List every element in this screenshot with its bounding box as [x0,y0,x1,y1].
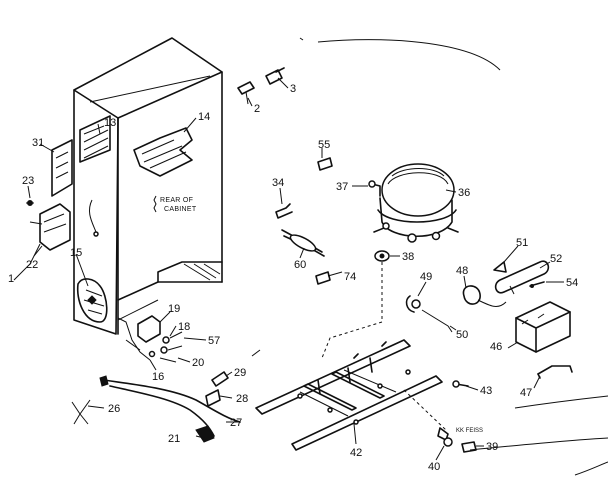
callout-23: 23 [22,175,34,187]
callout-3: 3 [290,83,296,95]
callout-1: 1 [8,273,14,285]
mounting-bolts [237,67,285,105]
callout-43: 43 [480,385,492,397]
front-bottom-hardware [117,315,183,363]
scan-line-bottom-c [574,461,608,476]
callout-2: 2 [254,103,260,115]
callout-57: 57 [208,335,220,347]
callout-19: 19 [168,303,180,315]
callout-28: 28 [236,393,248,405]
callout-14: 14 [198,111,210,123]
callout-22: 22 [26,259,38,271]
callout-40: 40 [428,461,440,473]
callout-37: 37 [336,181,348,193]
callout-31: 31 [32,137,44,149]
callout-36: 36 [458,187,470,199]
base-screws [403,380,477,453]
leader-lines [13,77,564,461]
callout-49: 49 [420,271,432,283]
callout-34: 34 [272,177,284,189]
callout-60: 60 [294,259,306,271]
scan-line-bottom-a [514,395,608,409]
callout-38: 38 [402,251,414,263]
callout-51: 51 [516,237,528,249]
scan-line-bottom-b [469,437,608,451]
condenser-hardware [275,157,333,285]
callout-55: 55 [318,139,330,151]
callout-16: 16 [152,371,164,383]
callout-48: 48 [456,265,468,277]
scan-line-top [317,39,501,71]
callout-42: 42 [350,447,362,459]
relay-bracket-assembly [26,139,73,251]
callout-54: 54 [566,277,578,289]
compressor-base-frame [255,339,443,451]
callout-18: 18 [178,321,190,333]
callout-50: 50 [456,329,468,341]
cabinet-label-line2: CABINET [164,206,197,213]
callout-47: 47 [520,387,532,399]
cabinet-rear [73,37,223,335]
relay-cover [515,301,573,379]
callout-52: 52 [550,253,562,265]
callout-20: 20 [192,357,204,369]
callout-26: 26 [108,403,120,415]
scan-mark [299,37,304,41]
small-stamp-text: KK FEISS [456,428,483,434]
compressor [321,163,459,359]
callout-21: 21 [168,433,180,445]
cabinet-label-line1: REAR OF [160,197,193,204]
callout-13: 13 [104,117,116,129]
capacitor-assembly [405,260,550,333]
callout-74: 74 [344,271,356,283]
callout-39: 39 [486,441,498,453]
cabinet-label-bracket [153,195,157,213]
power-cord-assembly [71,371,241,443]
callout-46: 46 [490,341,502,353]
callout-27: 27 [230,417,242,429]
callout-15: 15 [70,247,82,259]
callout-29: 29 [234,367,246,379]
